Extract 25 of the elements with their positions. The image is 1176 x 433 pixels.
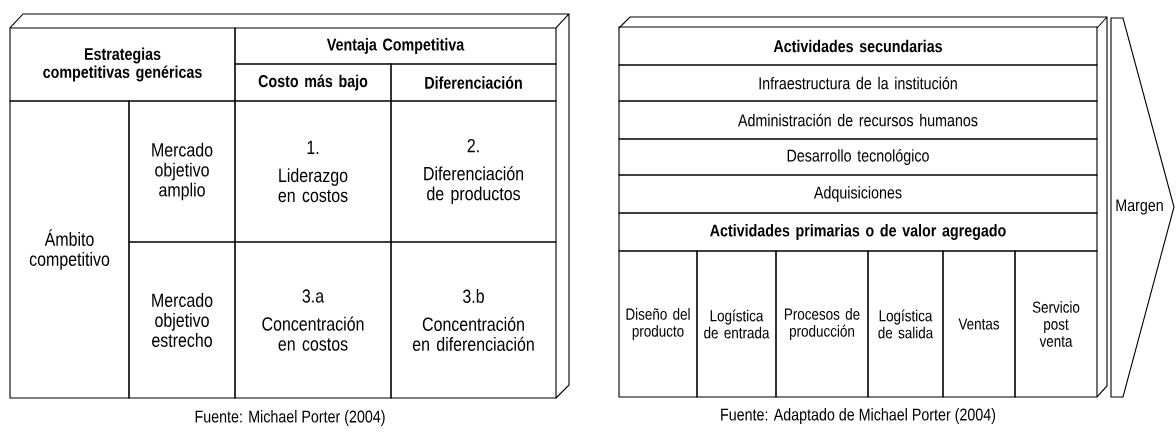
table-cell: Diferenciación bbox=[390, 63, 557, 102]
table-cell: Procesos de producción bbox=[775, 250, 869, 398]
table-cell: Diseño del producto bbox=[618, 250, 698, 398]
table-cell: Mercado objetivo estrecho bbox=[128, 241, 236, 399]
table-cell: Estrategias competitivas genéricas bbox=[9, 27, 236, 102]
table-cell: Mercado objetivo amplio bbox=[128, 100, 236, 243]
table-cell: Ventaja Competitiva bbox=[234, 27, 557, 65]
table-cell: Servicio post venta bbox=[1014, 250, 1098, 398]
table-cell: Costo más bajo bbox=[234, 63, 392, 102]
source-caption: Fuente: Adaptado de Michael Porter (2004) bbox=[721, 408, 996, 424]
table-cell: 1. Liderazgo en costos bbox=[234, 100, 392, 243]
table-cell: 2. Diferenciación de productos bbox=[390, 100, 557, 243]
table-cell: Actividades secundarias bbox=[618, 26, 1098, 66]
table-cell: 3.b Concentración en diferenciación bbox=[390, 241, 557, 399]
table-cell: Adquisiciones bbox=[618, 174, 1098, 214]
table-cell: Ventas bbox=[942, 250, 1016, 398]
table-cell: Logística de entrada bbox=[696, 250, 777, 398]
table-cell: 3.a Concentración en costos bbox=[234, 241, 392, 399]
table-cell: Actividades primarias o de valor agregado bbox=[618, 212, 1098, 252]
table-cell: Administración de recursos humanos bbox=[618, 100, 1098, 140]
table-cell: Infraestructura de la institución bbox=[618, 64, 1098, 102]
table-cell: Desarrollo tecnológico bbox=[618, 138, 1098, 176]
source-caption: Fuente: Michael Porter (2004) bbox=[195, 410, 385, 426]
table-cell: Ámbito competitivo bbox=[9, 100, 130, 399]
table-cell: Logística de salida bbox=[867, 250, 944, 398]
